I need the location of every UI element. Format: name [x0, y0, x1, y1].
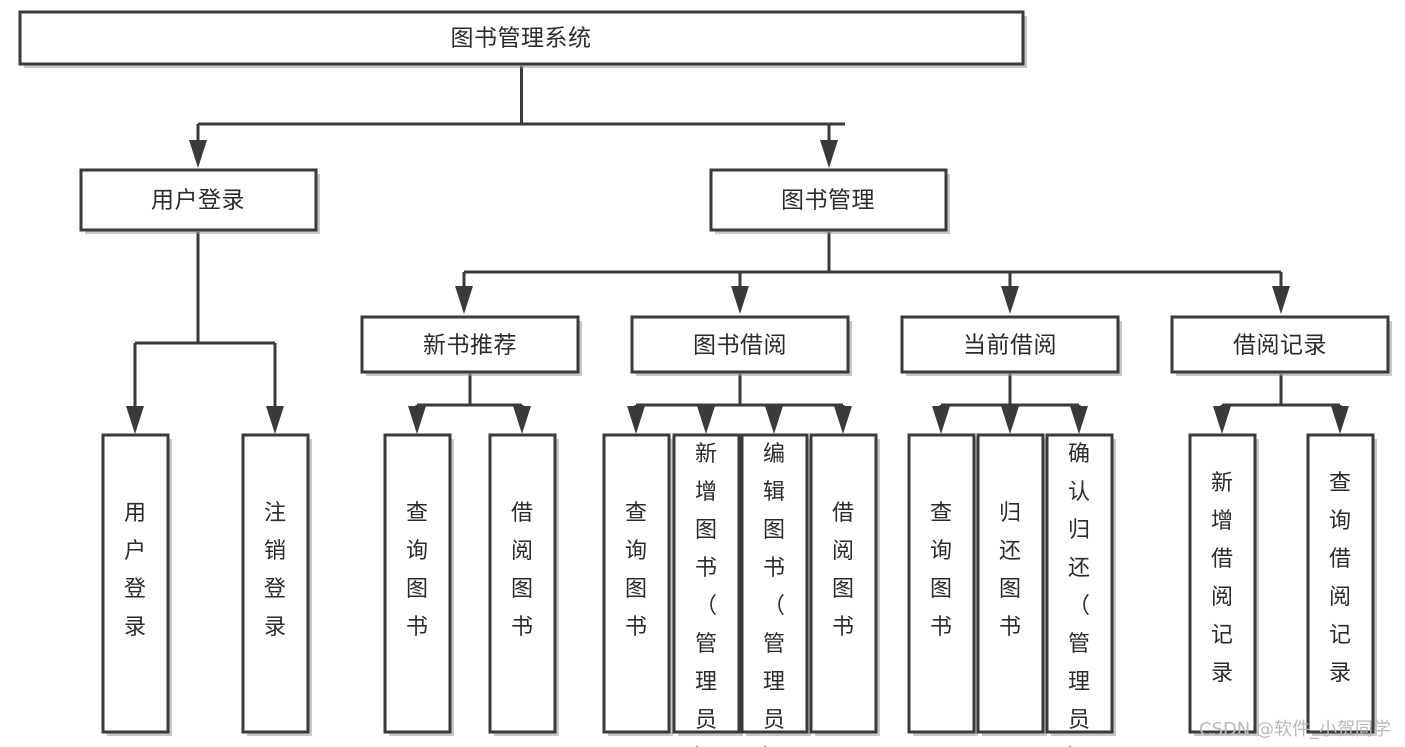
node-leaf-add-record[interactable]: 新增借阅记录: [1188, 433, 1259, 736]
node-new-book-recommend[interactable]: 新书推荐: [360, 315, 582, 376]
connector-root-to-level2: [189, 66, 845, 168]
node-root-label: 图书管理系统: [451, 26, 592, 52]
connector-bookmanage-to-level3: [455, 232, 1290, 314]
node-borrow-record-label: 借阅记录: [1233, 333, 1327, 359]
node-leaf-logout-login-label: 注销登录: [264, 501, 286, 640]
node-leaf-query-record-label: 查询借阅记录: [1329, 471, 1351, 686]
node-user-login-label: 用户登录: [151, 188, 245, 214]
node-leaf-query-book-1-label: 查询图书: [406, 501, 428, 640]
connector-userlogin-to-leaves: [126, 232, 284, 434]
csdn-watermark: CSDN @软件_小贺同学: [1198, 719, 1391, 740]
node-leaf-return-book-label: 归还图书: [999, 501, 1021, 640]
node-leaf-add-record-label: 新增借阅记录: [1211, 471, 1233, 686]
connector-bookborrow-to-leaves: [627, 374, 852, 434]
node-leaf-user-login-label: 用户登录: [124, 501, 146, 640]
node-leaf-edit-book[interactable]: 编辑图书（管理员）: [740, 433, 811, 747]
node-leaf-query-book-2[interactable]: 查询图书: [602, 433, 673, 736]
node-leaf-add-book[interactable]: 新增图书（管理员）: [672, 433, 743, 747]
node-leaf-borrow-book-1[interactable]: 借阅图书: [488, 433, 559, 736]
node-current-borrow-label: 当前借阅: [963, 333, 1057, 359]
connector-borrowrecord-to-leaves: [1213, 374, 1349, 434]
node-book-borrow[interactable]: 图书借阅: [630, 315, 852, 376]
node-leaf-query-book-1[interactable]: 查询图书: [383, 433, 454, 736]
node-leaf-confirm-return-label: 确认归还（管理员）: [1068, 442, 1090, 747]
node-leaf-logout-login[interactable]: 注销登录: [241, 433, 312, 736]
node-root[interactable]: 图书管理系统: [18, 10, 1027, 68]
node-leaf-borrow-book-2-label: 借阅图书: [832, 501, 854, 640]
node-leaf-borrow-book-1-label: 借阅图书: [511, 501, 533, 640]
node-leaf-query-book-2-label: 查询图书: [625, 501, 647, 640]
node-user-login[interactable]: 用户登录: [79, 168, 320, 234]
node-leaf-confirm-return[interactable]: 确认归还（管理员）: [1045, 433, 1116, 747]
node-leaf-edit-book-label: 编辑图书（管理员）: [763, 442, 785, 747]
node-new-book-recommend-label: 新书推荐: [423, 333, 517, 359]
node-borrow-record[interactable]: 借阅记录: [1170, 315, 1392, 376]
node-leaf-user-login[interactable]: 用户登录: [101, 433, 172, 736]
node-book-borrow-label: 图书借阅: [693, 333, 787, 359]
node-leaf-return-book[interactable]: 归还图书: [976, 433, 1047, 736]
node-book-manage-label: 图书管理: [781, 188, 875, 214]
node-leaf-query-book-3-label: 查询图书: [930, 501, 952, 640]
node-book-manage[interactable]: 图书管理: [709, 168, 950, 234]
connector-newbook-to-leaves: [408, 374, 531, 434]
node-current-borrow[interactable]: 当前借阅: [900, 315, 1122, 376]
node-leaf-query-book-3[interactable]: 查询图书: [907, 433, 978, 736]
node-leaf-borrow-book-2[interactable]: 借阅图书: [809, 433, 880, 736]
connector-currentborrow-to-leaves: [932, 374, 1088, 434]
node-leaf-query-record[interactable]: 查询借阅记录: [1306, 433, 1377, 736]
